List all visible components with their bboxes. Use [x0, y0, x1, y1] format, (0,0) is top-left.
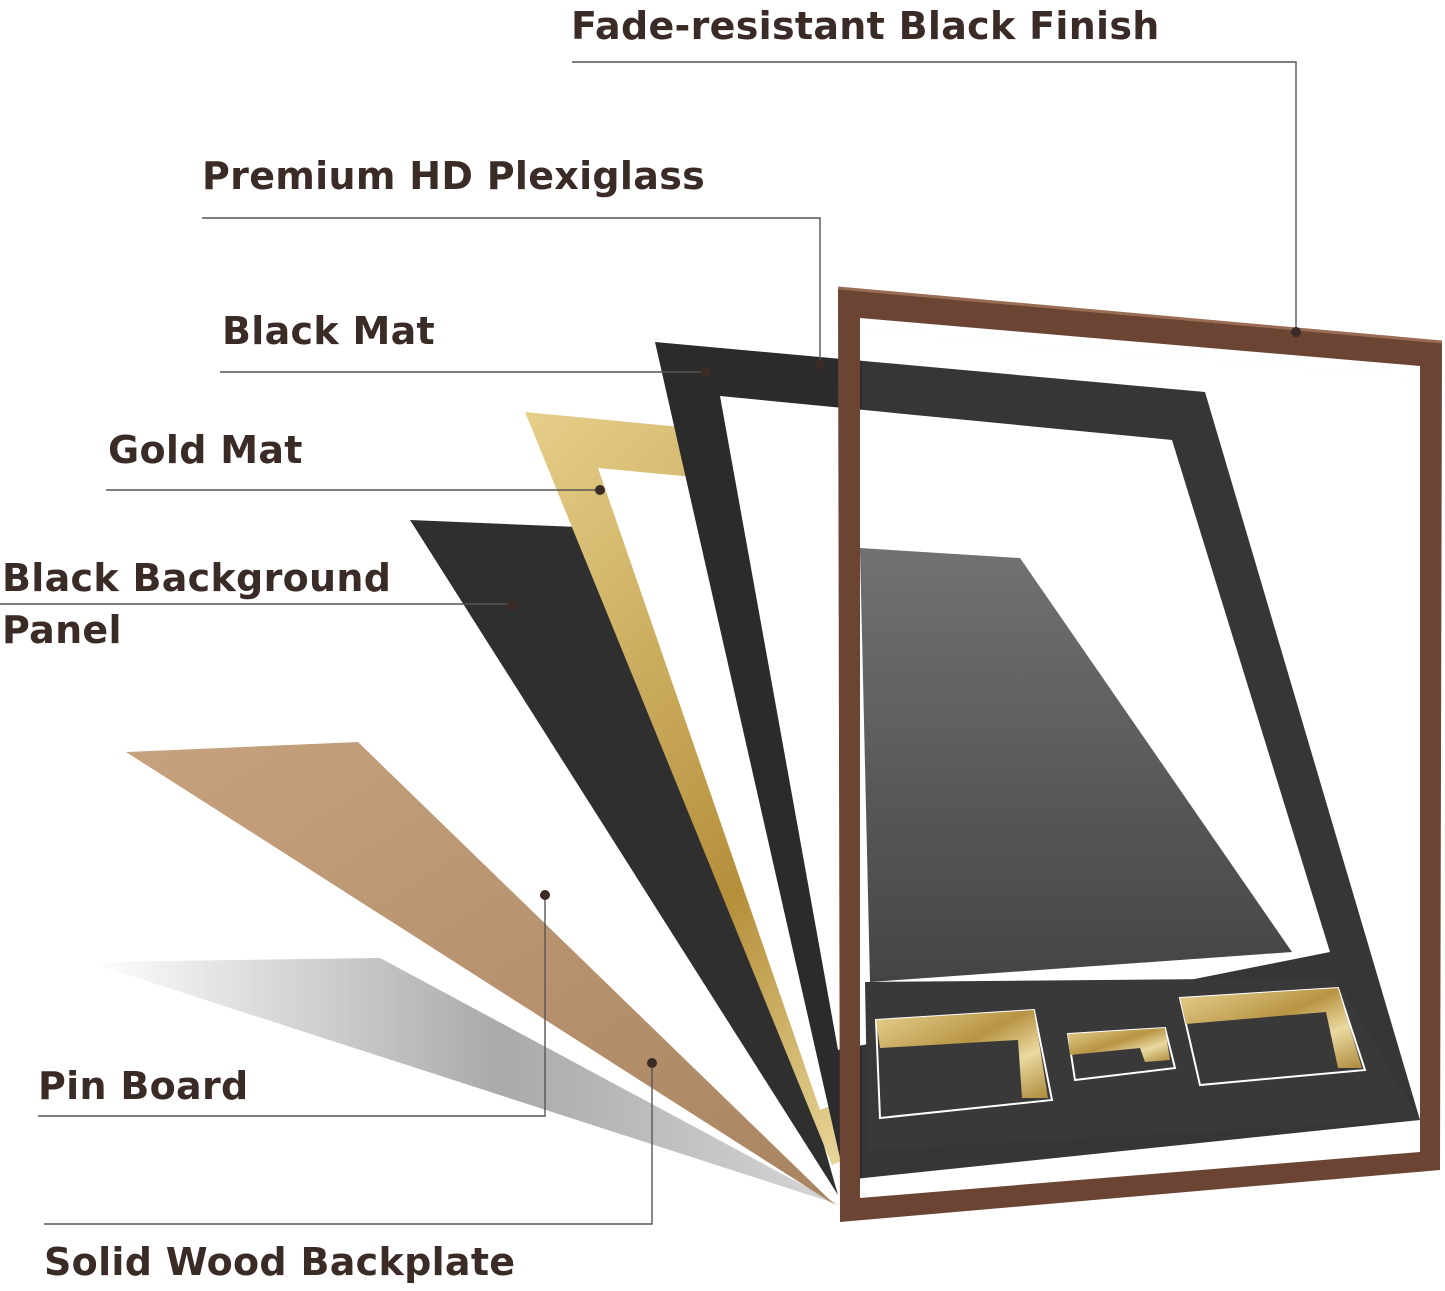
leader-line-wood-backplate	[44, 1063, 653, 1225]
leader-line-plexiglass	[202, 217, 821, 365]
small-opening-2	[1066, 1026, 1177, 1082]
label-black-background-panel: Black Background Panel	[2, 556, 392, 652]
label-black-mat: Black Mat	[222, 309, 435, 353]
leader-line-pin-board	[38, 895, 546, 1117]
black-background-panel-layer	[410, 520, 838, 1195]
marker-dot-pin-board	[540, 890, 550, 900]
leader-line-fade-resistant	[572, 61, 1297, 332]
marker-dot-black-mat	[701, 367, 711, 377]
label-gold-mat: Gold Mat	[108, 428, 303, 472]
plexiglass-layer	[861, 329, 1439, 1213]
small-opening-2-gold	[1068, 1028, 1170, 1062]
label-pin-board: Pin Board	[38, 1064, 249, 1108]
pin-board-layer	[126, 742, 835, 1205]
small-opening-3-gold	[1180, 988, 1362, 1068]
marker-dots	[507, 327, 1301, 1068]
label-fade-resistant-black-finish: Fade-resistant Black Finish	[571, 4, 1160, 48]
label-solid-wood-backplate: Solid Wood Backplate	[44, 1240, 516, 1284]
marker-dot-wood-backplate	[647, 1058, 657, 1068]
leader-lines	[0, 61, 1297, 1225]
label-premium-hd-plexiglass: Premium HD Plexiglass	[202, 154, 706, 198]
marker-dot-gold-mat	[595, 485, 605, 495]
small-opening-1	[874, 1008, 1054, 1120]
small-opening-3	[1178, 986, 1367, 1087]
marker-dot-background-panel	[507, 601, 517, 611]
marker-dot-fade-resistant	[1291, 327, 1301, 337]
marker-dot-plexiglass	[815, 360, 825, 370]
small-opening-1-gold	[876, 1010, 1048, 1098]
inner-art-panel	[860, 548, 1292, 982]
wood-frame-highlight	[837, 286, 1443, 344]
